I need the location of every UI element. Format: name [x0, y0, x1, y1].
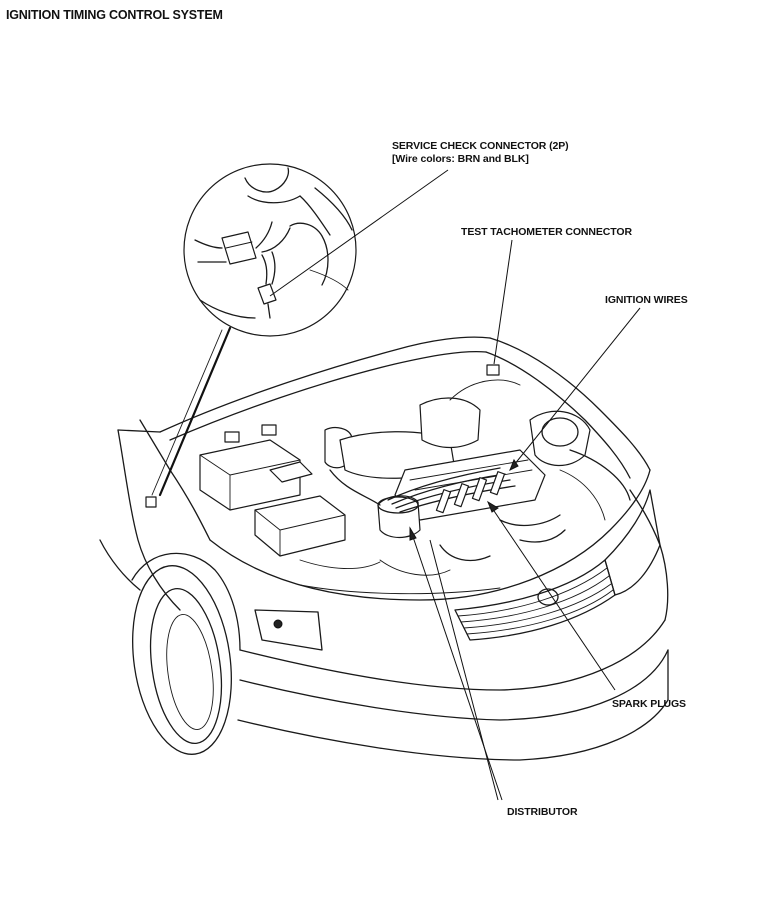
service-check-connector — [145, 496, 157, 508]
leader-tachometer — [493, 239, 513, 365]
label-distributor: DISTRIBUTOR — [507, 806, 578, 818]
spark-plugs — [435, 471, 506, 514]
car-body — [99, 336, 669, 761]
leader-distributor — [409, 527, 503, 801]
label-test-tachometer-connector: TEST TACHOMETER CONNECTOR — [461, 226, 632, 238]
leader-ignition-wires — [509, 307, 641, 471]
label-spark-plugs: SPARK PLUGS — [612, 698, 686, 710]
leader-lines — [269, 169, 641, 801]
magnified-inset — [151, 163, 357, 497]
page-title: IGNITION TIMING CONTROL SYSTEM — [6, 8, 223, 22]
label-wire-colors: [Wire colors: BRN and BLK] — [392, 153, 529, 165]
leader-distributor-2 — [429, 539, 499, 801]
label-service-check-connector: SERVICE CHECK CONNECTOR (2P) — [392, 140, 569, 152]
label-ignition-wires: IGNITION WIRES — [605, 294, 688, 306]
leader-spark-plugs — [487, 501, 616, 691]
leader-service-check — [269, 169, 449, 297]
